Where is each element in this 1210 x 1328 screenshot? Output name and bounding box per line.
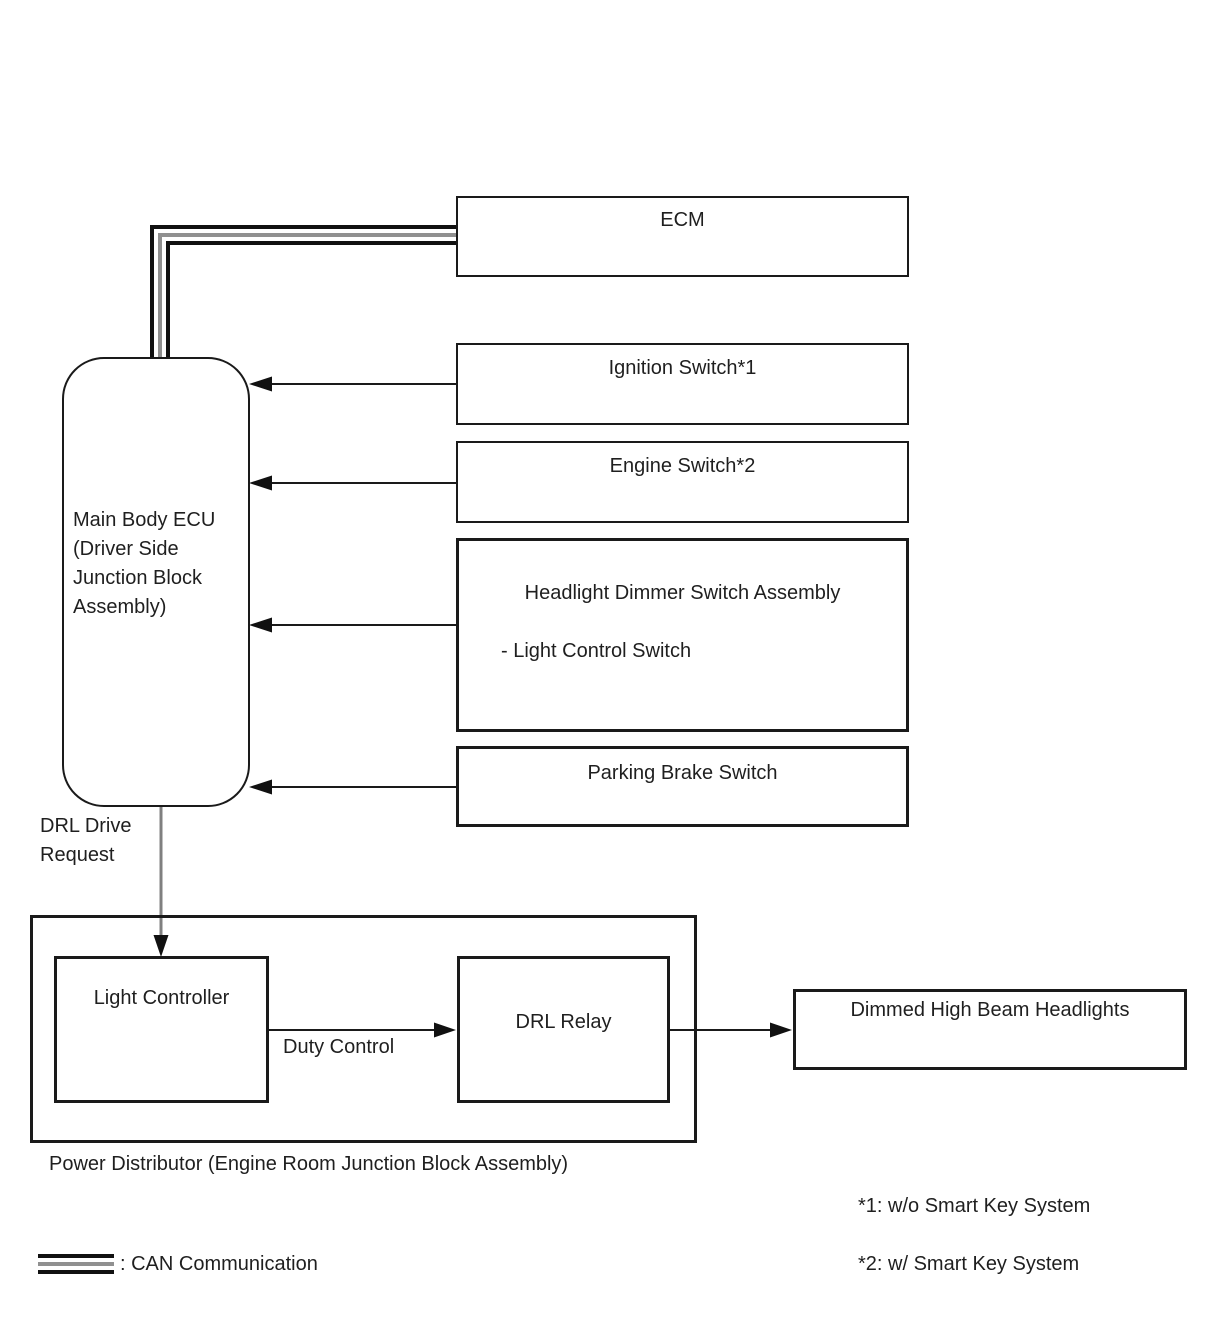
duty-control-label: Duty Control: [283, 1036, 395, 1058]
main-body-ecu-label-line1: Main Body ECU: [73, 509, 216, 531]
node-parking-brake-switch: [456, 746, 909, 827]
node-main-body-ecu: [62, 357, 250, 807]
light-control-switch-label: - Light Control Switch: [501, 640, 692, 662]
arrow-duty-control: [269, 1022, 456, 1038]
can-bus-connector: [150, 225, 462, 368]
note-with-smart-key: *2: w/ Smart Key System: [858, 1253, 1080, 1275]
node-headlight-dimmer-switch: [456, 538, 909, 732]
headlight-dimmer-label: Headlight Dimmer Switch Assembly: [524, 582, 841, 604]
power-distributor-label: Power Distributor (Engine Room Junction …: [49, 1153, 569, 1175]
arrow-relay-to-headlights: [670, 1022, 792, 1038]
main-body-ecu-label-line3: Junction Block: [73, 567, 202, 589]
main-body-ecu-label-line4: Assembly): [73, 596, 167, 618]
drl-relay-label: DRL Relay: [515, 1011, 612, 1033]
engine-switch-label: Engine Switch*2: [609, 455, 756, 477]
arrow-dimmer-to-ecu: [249, 617, 456, 633]
main-body-ecu-label-line2: (Driver Side: [73, 538, 179, 560]
node-dimmed-headlights: [793, 989, 1187, 1070]
node-drl-relay: [457, 956, 670, 1103]
arrow-engine-to-ecu: [249, 475, 456, 491]
light-controller-label: Light Controller: [93, 987, 230, 1009]
can-legend-label: : CAN Communication: [120, 1253, 318, 1275]
dimmed-headlights-label: Dimmed High Beam Headlights: [850, 999, 1130, 1021]
node-power-distributor: [30, 915, 697, 1143]
arrow-parking-to-ecu: [249, 779, 456, 795]
node-light-controller: [54, 956, 269, 1103]
drl-drive-request-label: DRL Drive Request: [40, 815, 132, 866]
node-ecm: [456, 196, 909, 277]
ignition-switch-label: Ignition Switch*1: [608, 357, 757, 379]
main-body-ecu-label: Main Body ECU (Driver Side Junction Bloc…: [73, 506, 215, 622]
arrow-ignition-to-ecu: [249, 376, 456, 392]
note-without-smart-key: *1: w/o Smart Key System: [858, 1195, 1091, 1217]
parking-brake-label: Parking Brake Switch: [587, 762, 778, 784]
node-ignition-switch: [456, 343, 909, 425]
node-engine-switch: [456, 441, 909, 523]
ecm-label: ECM: [660, 209, 705, 231]
